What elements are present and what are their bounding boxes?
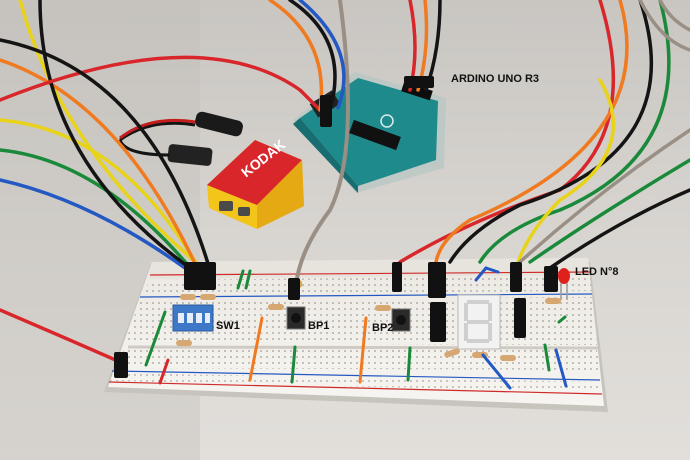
dupont-connectors [114, 76, 558, 378]
battery-clip [118, 111, 243, 166]
sw1-label: SW1 [216, 320, 240, 332]
arduino-board [293, 72, 446, 193]
dip-switch [172, 304, 214, 332]
bp1-label: BP1 [308, 320, 330, 332]
power-rail-red-bottom [108, 381, 603, 395]
battery-terminal-negative [219, 201, 233, 211]
arduino-label: ARDINO UNO R3 [451, 73, 540, 85]
seven-segment-display [457, 294, 501, 350]
jumper-wires [0, 0, 690, 364]
battery: KODAK [207, 136, 304, 229]
battery-terminal-positive [238, 207, 250, 216]
led [558, 268, 570, 300]
breadboard [104, 258, 608, 412]
breadboard-jumpers [144, 266, 568, 390]
microcontroller-chip [349, 119, 401, 151]
push-button-bp1 [286, 306, 306, 330]
power-rail-blue-bottom [111, 370, 601, 381]
bp2-label: BP2 [372, 322, 394, 334]
arduino-logo [380, 114, 394, 128]
led-label: LED N°8 [575, 266, 619, 278]
push-button-bp2 [391, 308, 411, 332]
